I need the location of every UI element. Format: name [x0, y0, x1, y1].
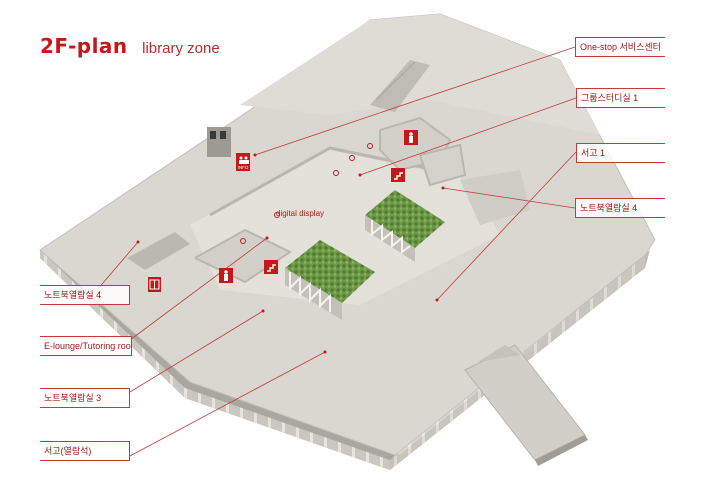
info-desk-icon: INFO [236, 153, 250, 171]
label-digital-display: digital display [276, 209, 325, 218]
label-notebook-room-4-left: 노트북열람실 4 [40, 285, 130, 305]
elevator-icon [148, 277, 161, 292]
restroom-icon-2 [219, 268, 233, 283]
stairs-icon [391, 168, 405, 182]
leader-lines [96, 46, 577, 457]
label-e-lounge: E-lounge/Tutoring room [40, 336, 132, 356]
leader-dots [136, 153, 445, 354]
label-one-stop-service: One-stop 서비스센터 [575, 37, 665, 57]
label-group-study: 그룹스터디실 1 [576, 88, 665, 108]
display-markers [240, 143, 373, 244]
courtyard-right [365, 190, 445, 262]
plan-subtitle: library zone [142, 40, 220, 57]
label-stacks-reading: 서고(열람석) [40, 441, 130, 461]
building-slab [39, 13, 656, 470]
label-stacks-1: 서고 1 [576, 143, 665, 163]
label-notebook-room-4-right: 노트북열람실 4 [575, 198, 665, 218]
page-title: 2F-plan library zone [40, 34, 220, 58]
svg-text:INFO: INFO [238, 165, 249, 170]
plan-title: 2F-plan [40, 34, 128, 58]
stairs-icon-2 [264, 260, 278, 274]
courtyard-left [285, 240, 375, 320]
label-notebook-room-3: 노트북열람실 3 [40, 388, 130, 408]
restroom-icon [404, 130, 418, 145]
